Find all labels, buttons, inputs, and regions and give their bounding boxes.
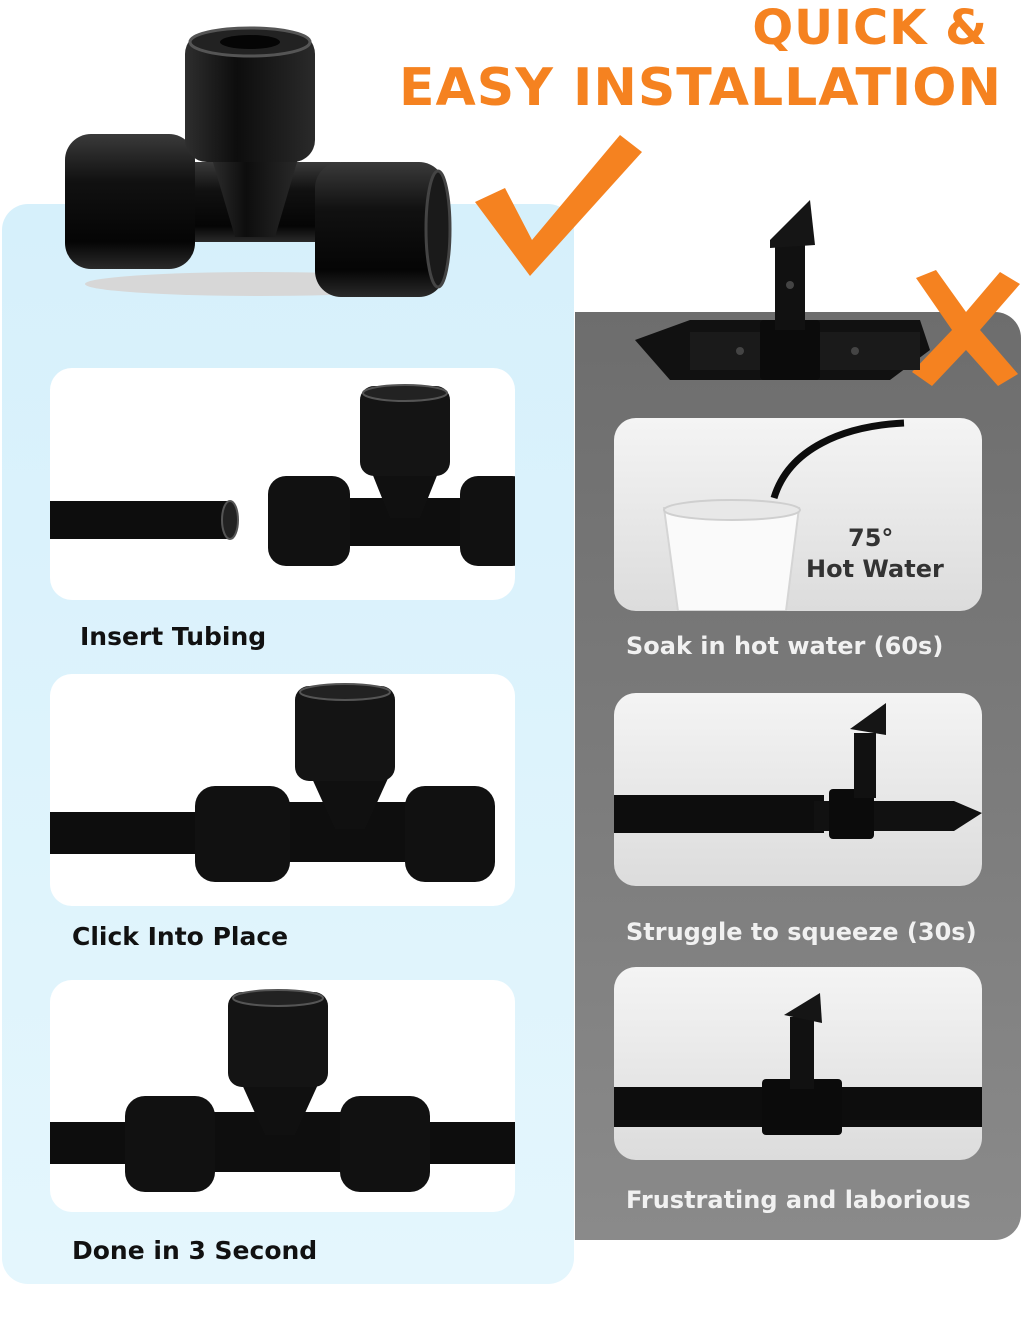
hero-tee-fitting-image — [60, 22, 460, 302]
hot-water-label: Hot Water — [806, 555, 944, 583]
step-caption-3: Done in 3 Second — [72, 1236, 318, 1265]
step-card-insert-tubing — [50, 368, 515, 600]
step-card-struggle-squeeze — [614, 693, 982, 886]
step-card-done — [50, 980, 515, 1212]
check-icon — [470, 130, 650, 280]
step-caption-1: Insert Tubing — [80, 622, 267, 651]
headline-line-1: QUICK & — [752, 0, 988, 56]
step-card-click-into-place — [50, 674, 515, 906]
traditional-caption-1: Soak in hot water (60s) — [626, 632, 944, 660]
barbed-tee-image — [630, 200, 950, 400]
cross-icon — [908, 270, 1024, 388]
step-card-soak-hot-water — [614, 418, 982, 611]
traditional-caption-2: Struggle to squeeze (30s) — [626, 918, 977, 946]
temperature-label: 75° — [848, 524, 894, 552]
headline-line-2: EASY INSTALLATION — [399, 58, 1002, 118]
traditional-caption-3: Frustrating and laborious — [626, 1186, 971, 1214]
step-card-frustrating — [614, 967, 982, 1160]
step-caption-2: Click Into Place — [72, 922, 289, 951]
